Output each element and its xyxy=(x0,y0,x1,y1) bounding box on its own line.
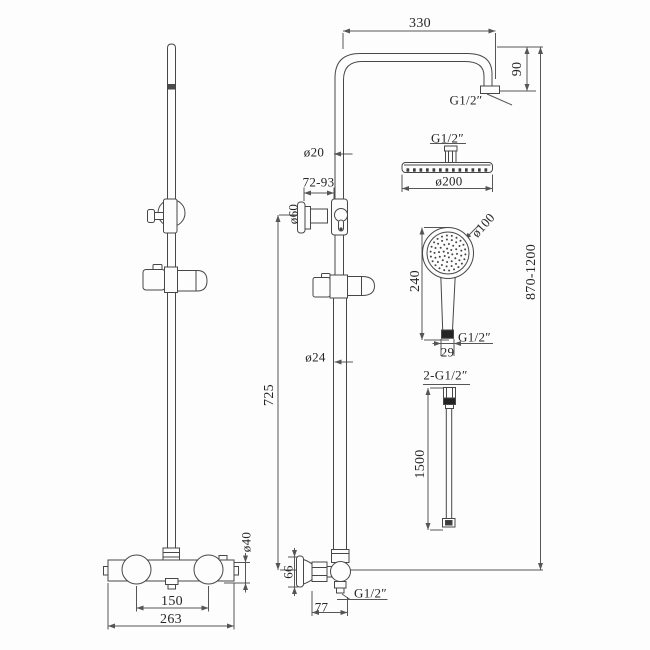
rain-head-dimensions xyxy=(401,143,493,192)
side-view xyxy=(275,28,536,616)
dim-arm-height: 90 xyxy=(510,61,525,76)
dim-inlet-flange-height: 66 xyxy=(280,565,296,579)
dim-handset-thread: G1/2″ xyxy=(458,329,491,345)
dim-valve-width: 263 xyxy=(160,611,182,627)
hand-shower-view xyxy=(419,224,493,356)
hose-dimensions xyxy=(423,384,470,531)
dim-inlet-depth: 77 xyxy=(314,599,329,614)
dim-handset-length: 240 xyxy=(407,270,423,292)
wall-bracket xyxy=(297,198,348,236)
hand-shower-inlet xyxy=(441,329,454,339)
dim-upper-pipe-diameter: ø20 xyxy=(303,144,325,159)
valve-handle-right xyxy=(193,554,224,585)
inlet-elbow xyxy=(296,549,351,594)
dim-lower-pipe-length: 725 xyxy=(261,384,277,406)
slide-rail xyxy=(167,43,176,548)
dim-valve-handle-diameter: ø40 xyxy=(238,531,253,552)
riser-lower-pipe xyxy=(333,277,347,550)
dim-overhead-connector-thread: G1/2″ xyxy=(431,130,464,145)
rain-head xyxy=(401,145,493,173)
front-view xyxy=(103,43,250,630)
rain-head-view xyxy=(401,143,493,192)
shower-arm xyxy=(334,53,500,277)
rail-clamp xyxy=(147,198,186,234)
overall-dimensions xyxy=(280,46,543,571)
hand-shower xyxy=(422,227,474,339)
hose-view xyxy=(423,384,470,531)
side-view-dimensions xyxy=(275,28,536,616)
dim-inlet-thread: G1/2″ xyxy=(354,585,387,600)
valve-outlet xyxy=(165,578,179,585)
dim-hose-length: 1500 xyxy=(413,449,428,479)
valve-handle-left xyxy=(121,554,152,585)
dim-lower-pipe-diameter: ø24 xyxy=(305,349,326,365)
thermostatic-valve xyxy=(103,547,239,590)
dim-valve-inlet-spacing: 150 xyxy=(161,593,183,609)
hose xyxy=(442,387,456,528)
handset-holder xyxy=(312,273,376,299)
dim-wall-bracket-flange-diameter: ø60 xyxy=(285,203,300,225)
front-view-dimensions xyxy=(107,553,250,630)
dim-wall-bracket-reach: 72-93 xyxy=(302,174,335,189)
rain-head-nozzles xyxy=(406,168,488,172)
dim-arm-length: 330 xyxy=(409,15,431,31)
dim-handset-inlet-width: 29 xyxy=(440,344,455,359)
dim-hose-thread: 2-G1/2″ xyxy=(423,367,468,383)
dim-arm-outlet-thread: G1/2″ xyxy=(449,92,483,108)
dim-overhead-diameter: ø200 xyxy=(435,173,463,188)
dim-overall-height-range: 870-1200 xyxy=(524,243,539,301)
hand-shower-spray-dots xyxy=(429,234,467,272)
handset-holder-front xyxy=(142,264,208,293)
